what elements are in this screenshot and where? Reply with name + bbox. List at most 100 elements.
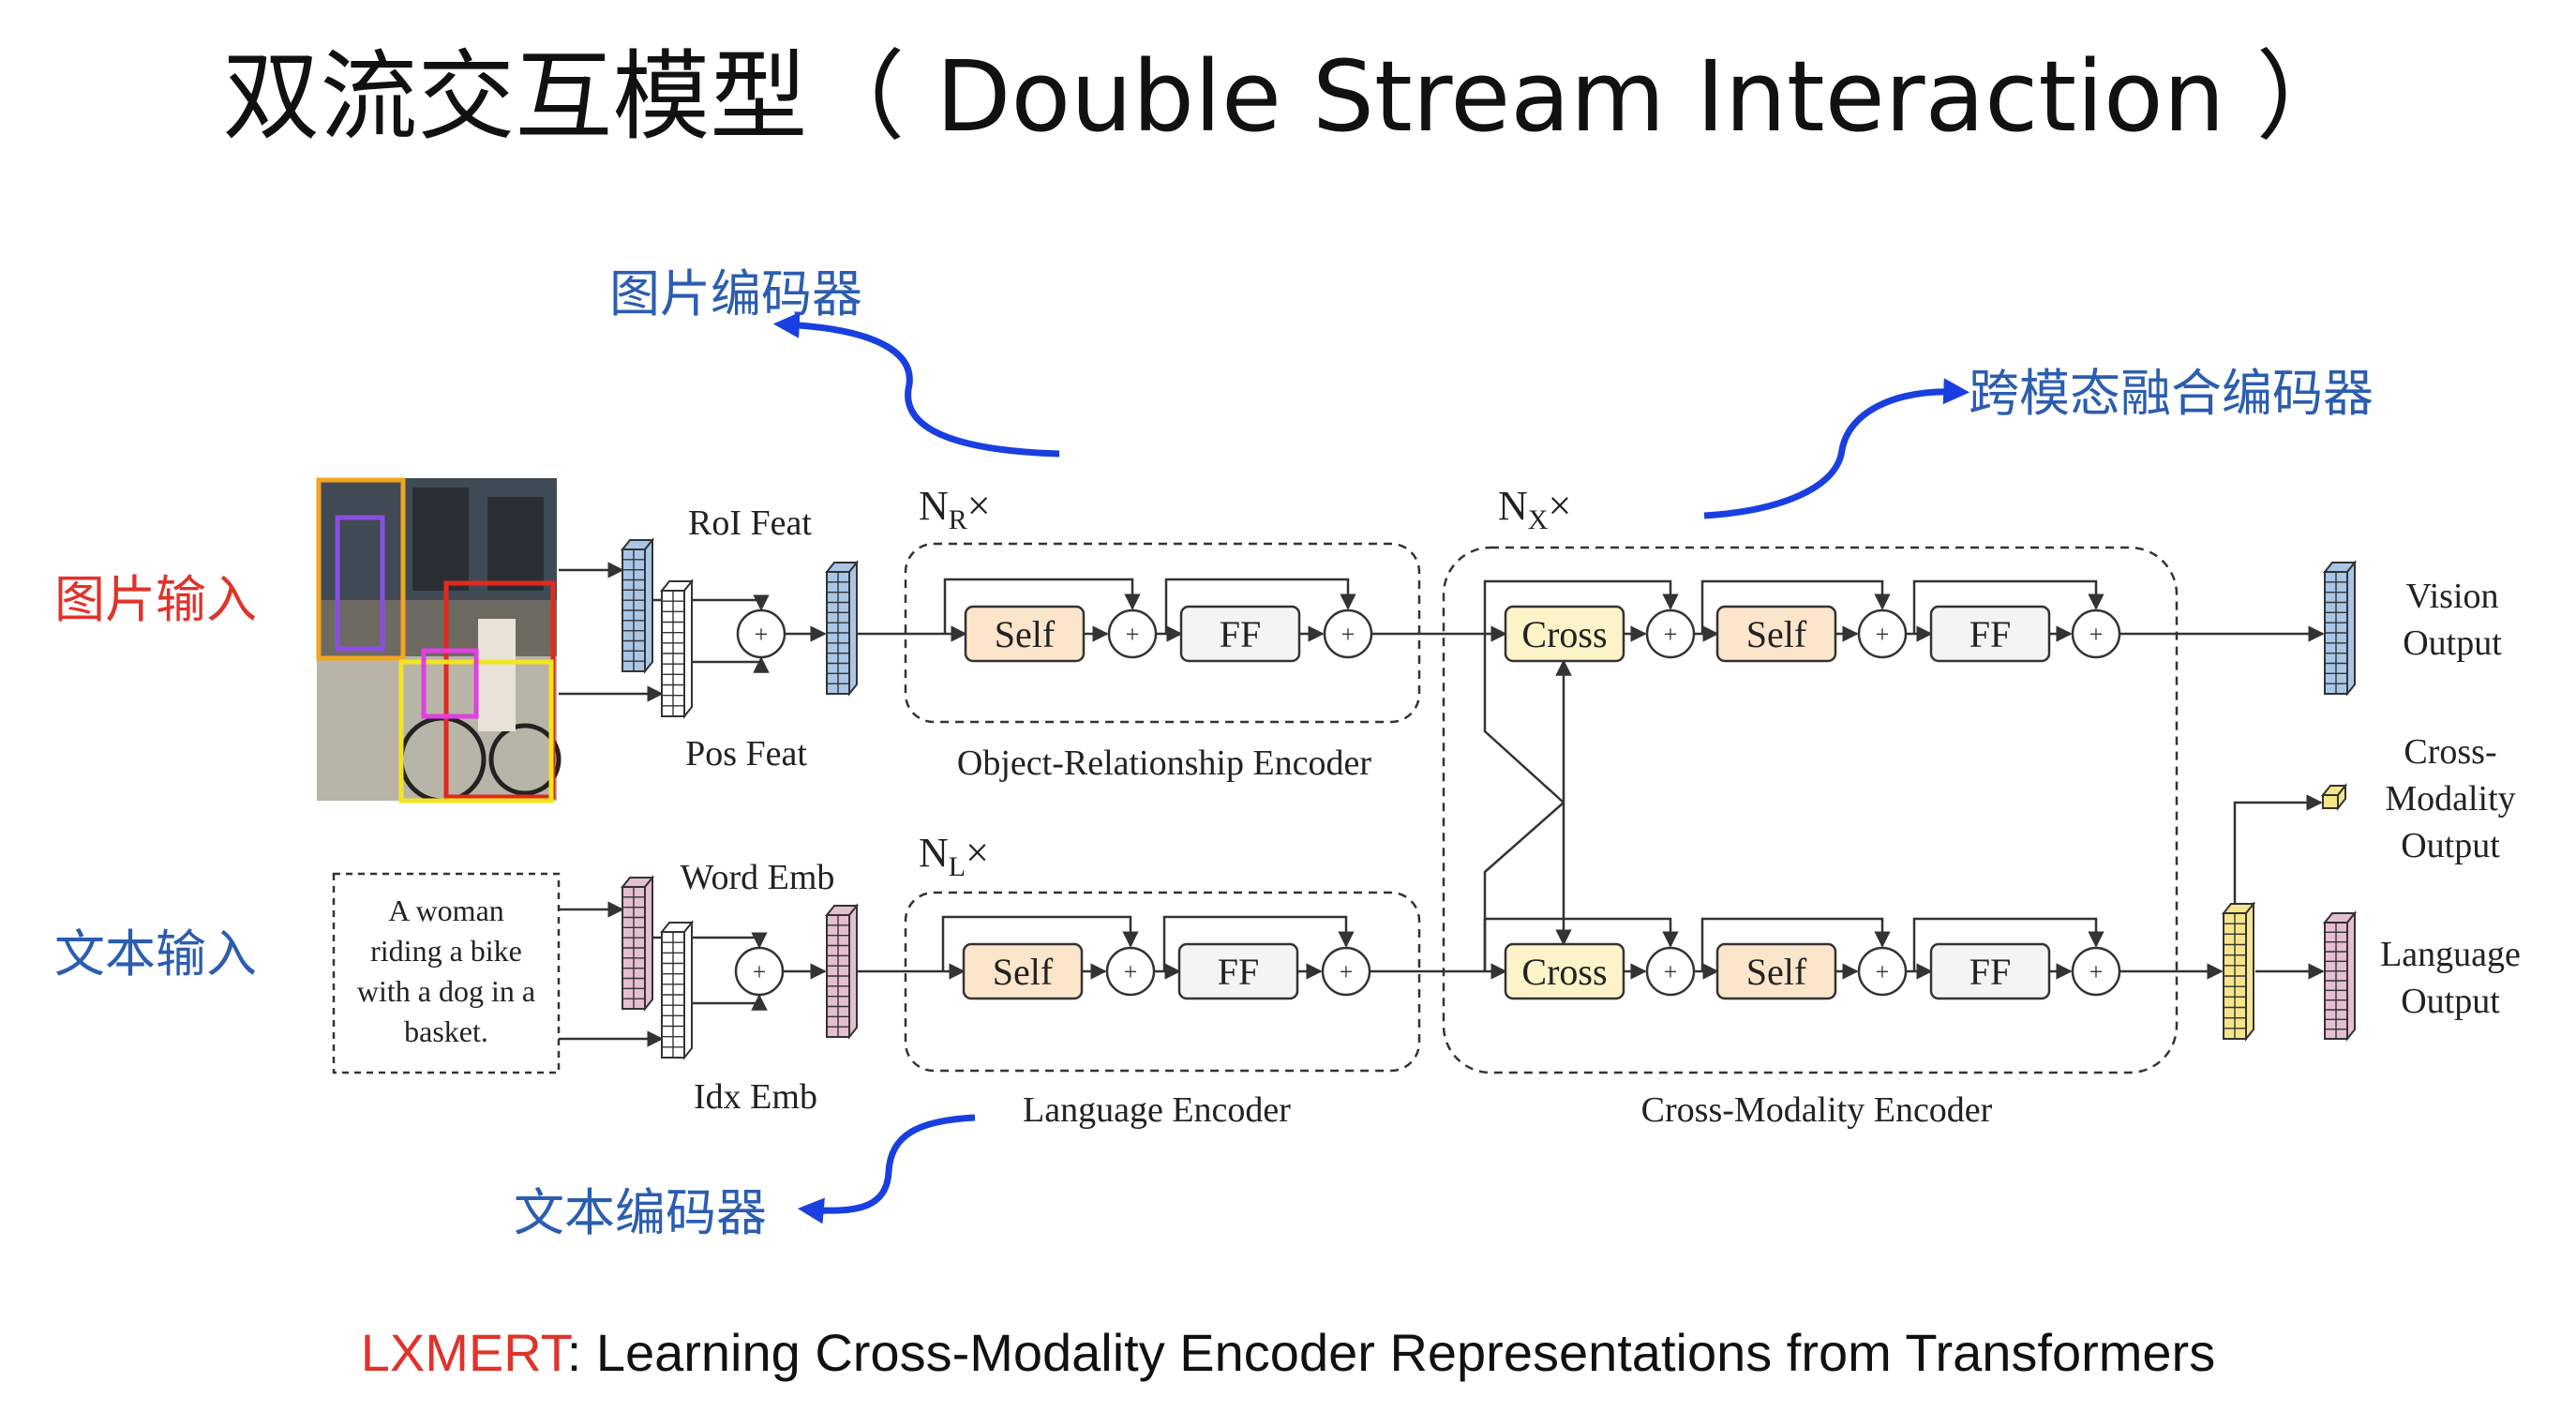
- cross-vision-residual-1: [1483, 579, 1679, 634]
- sentence-line-4: basket.: [404, 1014, 488, 1048]
- cross-language-ff-block-label: FF: [1969, 951, 2012, 993]
- cross-vision-ff-block-shape: [1929, 605, 2051, 663]
- sentence-line-1: A woman: [388, 894, 504, 927]
- cross-vision-sum-2-sign: +: [1876, 621, 1890, 648]
- cross-vision-sum-1-sign: +: [1664, 621, 1678, 648]
- sentence-line-3: with a dog in a: [357, 974, 535, 1008]
- input-photo: [316, 477, 562, 804]
- cross-vision-sum-3-sign: +: [2089, 621, 2104, 648]
- language-encoder-ff-block-shape: [1177, 942, 1299, 1000]
- cross-language-cross-block: Cross: [1504, 942, 1625, 1000]
- cross-vision-self-block-shape: [1715, 605, 1837, 663]
- lang-to-vision-cross: [1483, 659, 1572, 971]
- text-encoder-arrow: [797, 1114, 976, 1224]
- object-encoder-sum-1-circle: [1107, 608, 1158, 659]
- pos-feature-tensor: [659, 578, 695, 719]
- language-encoder-ff-block: FF: [1177, 942, 1299, 1000]
- roi-feature-tensor-side: [644, 537, 653, 674]
- language-encoder-residual-2: [1162, 915, 1355, 971]
- language-input-sum-sign: +: [753, 958, 767, 985]
- language-output-label-1: Language: [2380, 935, 2521, 974]
- connection-lines: [559, 562, 2325, 1047]
- object-encoder-ff-block-label: FF: [1220, 613, 1262, 655]
- vision-input-tensor: [824, 560, 860, 697]
- cross-vision-residual-2: [1700, 579, 1891, 634]
- cross-language-sum-2-circle: [1857, 946, 1908, 997]
- cross-encoder-arrow: [1703, 378, 1970, 519]
- cross-vision-cross-block-shape: [1504, 605, 1625, 663]
- language-output-tensor-side: [2346, 910, 2356, 1042]
- nl-label: NL×: [919, 830, 989, 882]
- cross-language-residual-3: [1912, 917, 2104, 971]
- cross-language-cross-block-shape: [1504, 942, 1625, 1000]
- caption-text: : Learning Cross-Modality Encoder Repres…: [566, 1323, 2216, 1382]
- object-encoder-sum-2-circle: [1323, 608, 1373, 659]
- cross-language-sum-3-circle: [2071, 946, 2121, 997]
- cross-vision-sum-2-circle: [1857, 608, 1908, 659]
- language-output-tensor: [2322, 910, 2358, 1042]
- cross-language-self-block: Self: [1715, 942, 1837, 1000]
- pos-to-sum-line: [690, 656, 770, 673]
- cross-output-label-1: Cross-: [2404, 732, 2496, 772]
- cross-language-self-block-shape: [1715, 942, 1837, 1000]
- cross-language-sum-1-sign: +: [1664, 958, 1678, 985]
- cross-vision-ff-block: FF: [1929, 605, 2051, 663]
- cross-modality-encoder-label: Cross-Modality Encoder: [1641, 1090, 1993, 1130]
- cross-language-sum-2-sign: +: [1876, 958, 1890, 985]
- language-input-tensor: [824, 903, 860, 1040]
- language-encoder-sum-2-sign: +: [1340, 958, 1354, 985]
- cross-output-label-2: Modality: [2385, 779, 2515, 819]
- text-encoder-label: 文本编码器: [514, 1183, 767, 1242]
- cross-modality-output-tensor: [2320, 783, 2348, 811]
- vision-input-sum-sign: +: [755, 621, 769, 648]
- vision-input-sum-circle: [736, 608, 786, 659]
- language-encoder-sum-2-circle: [1321, 946, 1371, 997]
- language-encoder-self-block-label: Self: [993, 951, 1054, 993]
- idx-embedding-tensor: [659, 920, 695, 1060]
- idx-embedding-tensor-side: [683, 920, 693, 1060]
- cross-vision-self-block: Self: [1715, 605, 1837, 663]
- vision-output-label-2: Output: [2403, 623, 2502, 663]
- cross-vision-ff-block-label: FF: [1969, 613, 2012, 655]
- cross-vision-sum-1: +: [1645, 608, 1696, 659]
- object-encoder-self-block-shape: [964, 605, 1086, 663]
- feature-tensors: [620, 537, 2358, 1060]
- encoder-blocks: ++Self+FF+Self+FF+Cross+Self+FF+Cross+Se…: [734, 605, 2121, 1000]
- language-output-label-2: Output: [2401, 982, 2500, 1021]
- object-encoder-self-block: Self: [964, 605, 1086, 663]
- language-input-sum-circle: [734, 946, 785, 997]
- object-encoder-residual-2: [1164, 578, 1356, 634]
- word-emb-label: Word Emb: [681, 858, 835, 897]
- cross-language-sum-3: +: [2071, 946, 2121, 997]
- cross-output-label-3: Output: [2401, 826, 2500, 865]
- language-encoder-sum-1-circle: [1105, 946, 1156, 997]
- object-encoder-ff-block-shape: [1179, 605, 1301, 663]
- nx-label: NX×: [1498, 483, 1571, 535]
- language-encoder-ff-block-label: FF: [1218, 951, 1260, 993]
- object-encoder-sum-2-sign: +: [1341, 621, 1355, 648]
- language-encoder-residual-1: [941, 915, 1139, 971]
- roi-feature-tensor: [620, 537, 655, 674]
- cross-fused-tensor-side: [2245, 901, 2254, 1042]
- language-encoder-label: Language Encoder: [1023, 1090, 1291, 1130]
- word-embedding-tensor: [620, 875, 655, 1012]
- paper-caption: LXMERT: Learning Cross-Modality Encoder …: [0, 1322, 2576, 1383]
- cross-vision-sum-3-circle: [2071, 608, 2121, 659]
- cross-language-self-block-label: Self: [1746, 951, 1807, 993]
- vision-to-lang-cross: [1483, 634, 1572, 946]
- vision-output-label-1: Vision: [2405, 577, 2498, 616]
- cross-vision-sum-2: +: [1857, 608, 1908, 659]
- vision-output-tensor: [2322, 560, 2358, 697]
- sentence-line-2: riding a bike: [370, 934, 522, 968]
- cross-language-sum-3-sign: +: [2089, 958, 2104, 985]
- text-input-label: 文本输入: [54, 924, 257, 984]
- object-encoder-sum-2: +: [1323, 608, 1373, 659]
- object-encoder-sum-1-sign: +: [1126, 621, 1140, 648]
- object-relationship-encoder-label: Object-Relationship Encoder: [957, 744, 1371, 783]
- language-encoder-frame: [904, 891, 1421, 1073]
- vision-input-tensor-side: [848, 560, 858, 697]
- language-encoder-sum-1-sign: +: [1124, 958, 1138, 985]
- image-input-label: 图片输入: [54, 570, 257, 629]
